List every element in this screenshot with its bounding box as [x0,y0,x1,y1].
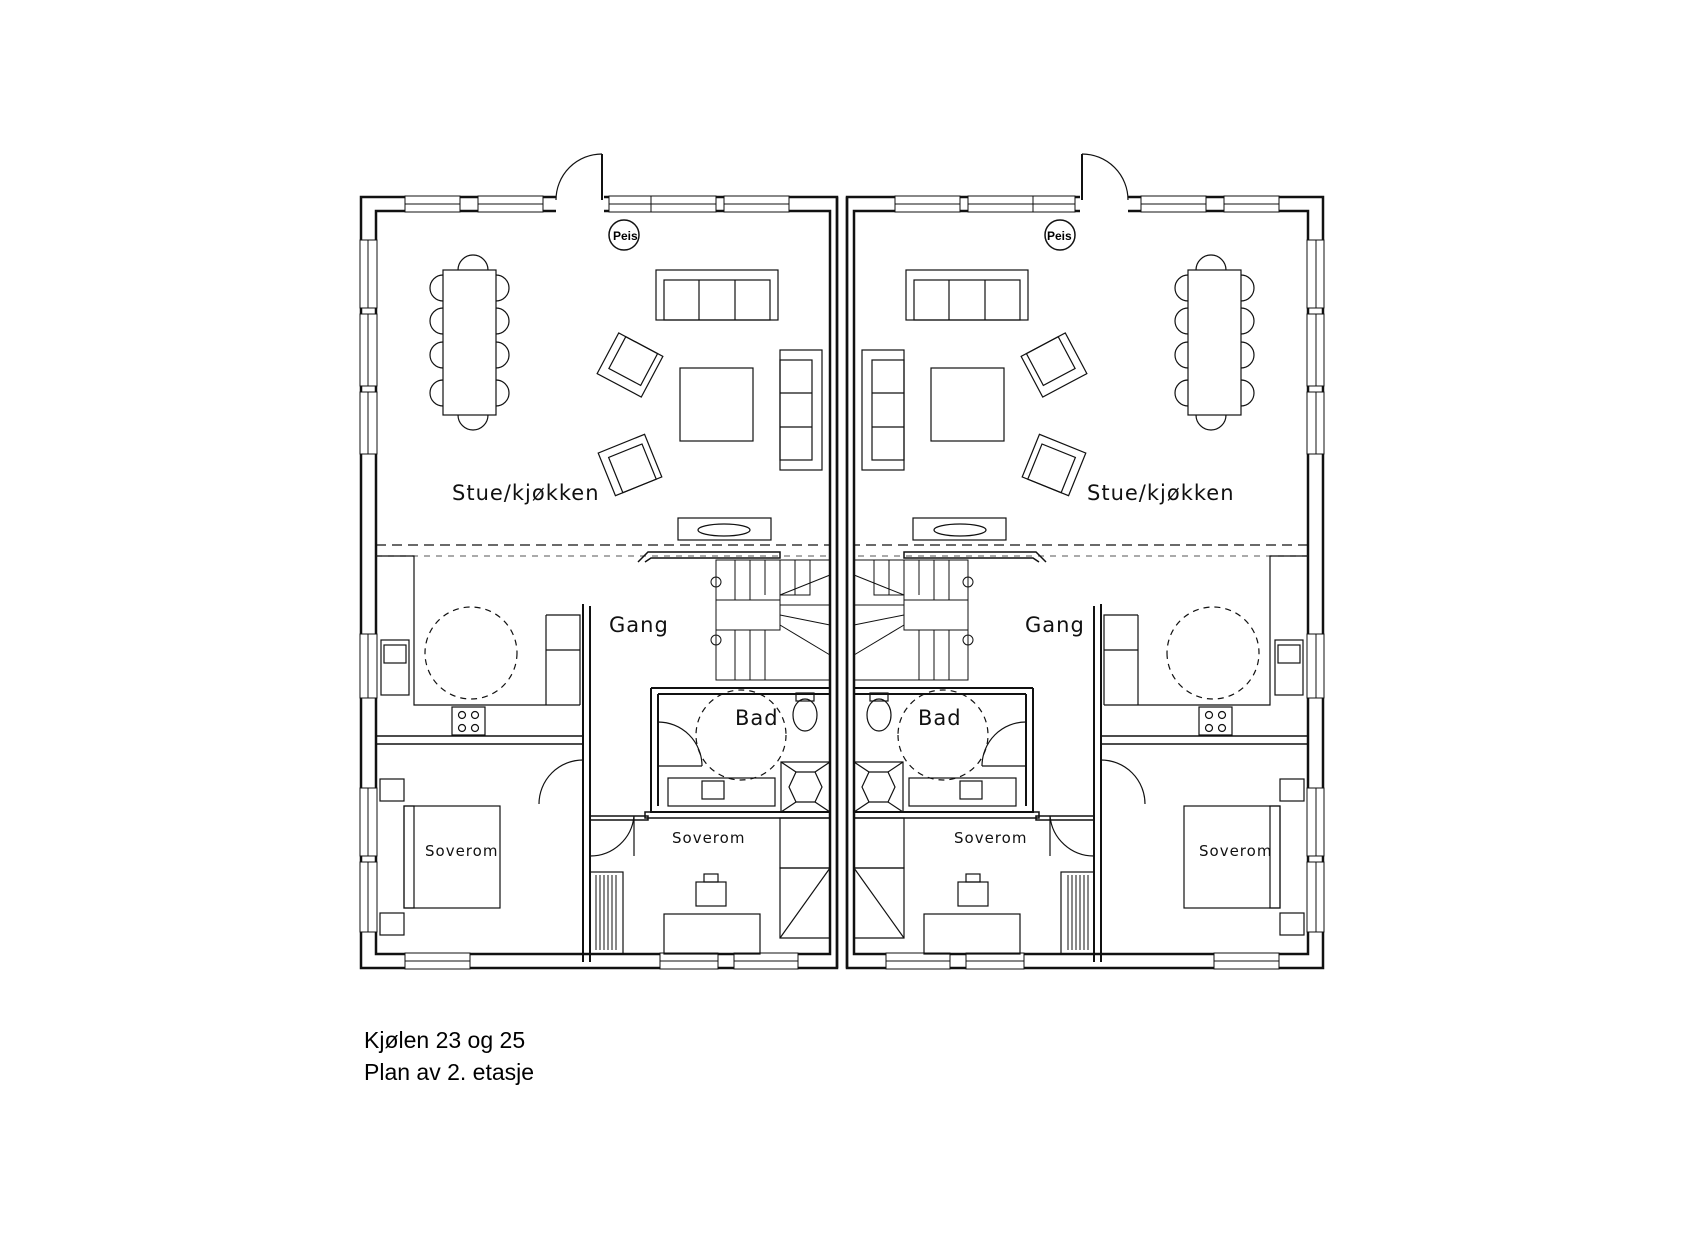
room-label-bedroom1-left: Soverom [425,842,498,860]
room-labels: Stue/kjøkken Stue/kjøkken Gang Gang Bad … [425,229,1272,860]
room-label-bath-left: Bad [735,706,779,730]
room-label-bedroom1-right: Soverom [1199,842,1272,860]
room-label-bath-right: Bad [918,706,962,730]
fireplace-label-right: Peis [1047,229,1072,243]
room-label-bedroom2-left: Soverom [672,829,745,847]
party-wall [835,197,849,968]
room-label-hall-left: Gang [609,613,669,637]
room-label-hall-right: Gang [1025,613,1085,637]
room-label-living-left: Stue/kjøkken [452,481,600,505]
fireplace-label-left: Peis [613,229,638,243]
room-label-living-right: Stue/kjøkken [1087,481,1235,505]
caption-subtitle: Plan av 2. etasje [364,1059,535,1085]
caption-title: Kjølen 23 og 25 [364,1027,526,1053]
room-label-bedroom2-right: Soverom [954,829,1027,847]
